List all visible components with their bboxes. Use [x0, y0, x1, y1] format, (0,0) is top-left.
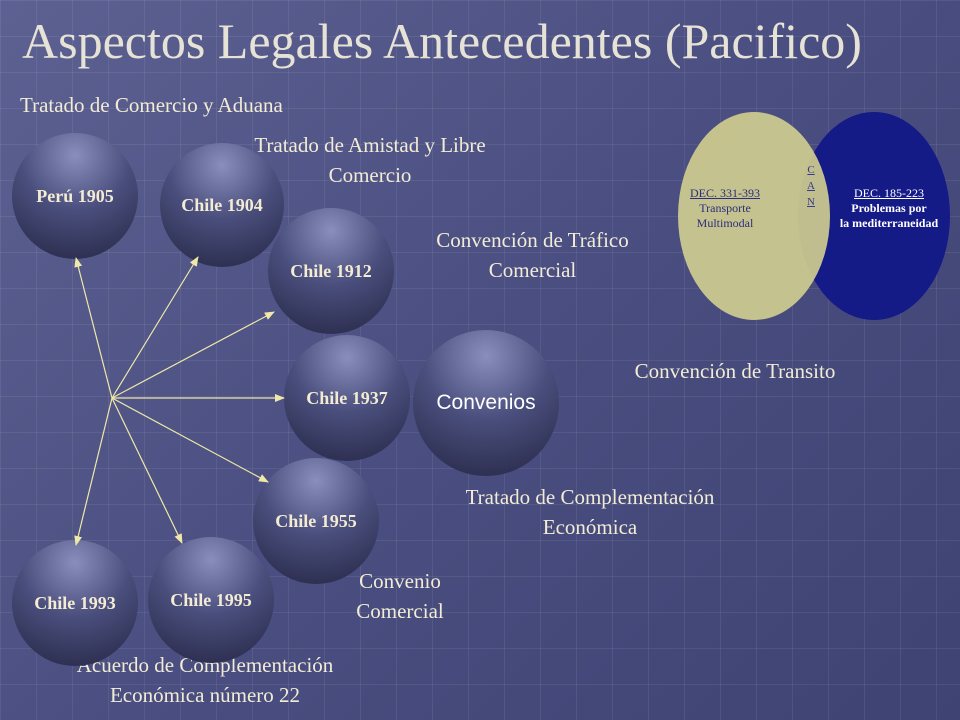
dec-331-393-line1: Transporte	[699, 201, 751, 215]
dec-331-393-code: DEC. 331-393	[690, 186, 760, 200]
node-chile-1912-label: Chile 1912	[290, 260, 372, 281]
venn-overlap-can: C A N	[802, 162, 820, 210]
node-convenios-label: Convenios	[436, 391, 536, 414]
node-chile-1993: Chile 1993	[12, 540, 138, 666]
node-chile-1937: Chile 1937	[284, 335, 410, 461]
label-convenio-comercial: Convenio Comercial	[320, 566, 480, 626]
label-acuerdo-complementacion: Acuerdo de Complementación Económica núm…	[20, 650, 390, 710]
label-tratado-complementacion: Tratado de Complementación Económica	[400, 482, 780, 542]
label-tratado-comercio-aduana: Tratado de Comercio y Aduana	[20, 93, 283, 117]
node-convenios: Convenios	[413, 330, 559, 476]
label-convencion-transito: Convención de Transito	[634, 359, 836, 383]
dec-185-223-code: DEC. 185-223	[854, 186, 924, 200]
node-chile-1955: Chile 1955	[253, 458, 379, 584]
arrow-to-chile-1993	[74, 397, 113, 546]
label-convencion-trafico-line2: Comercial	[488, 258, 577, 282]
label-convenio-comercial-line1: Convenio	[359, 569, 441, 593]
dec-185-223-line2: la mediterraneidad	[839, 216, 939, 230]
arrow-to-chile-1912	[111, 311, 275, 399]
node-chile-1904: Chile 1904	[160, 143, 284, 267]
arrow-to-chile-1995	[111, 397, 183, 544]
label-acuerdo-line2: Económica número 22	[109, 683, 301, 707]
label-tratado-complementacion-line2: Económica	[542, 515, 638, 539]
label-convencion-trafico: Convención de Tráfico Comercial	[390, 225, 675, 285]
node-chile-1904-label: Chile 1904	[181, 194, 263, 215]
node-chile-1955-label: Chile 1955	[275, 510, 357, 531]
label-convencion-trafico-line1: Convención de Tráfico	[436, 228, 629, 252]
venn-diagram	[678, 112, 950, 320]
venn-right-ellipse	[798, 112, 950, 320]
node-peru-1905: Perú 1905	[12, 133, 138, 259]
venn-left-text: DEC. 331-393 Transporte Multimodal	[675, 186, 775, 231]
label-convenio-comercial-line2: Comercial	[356, 599, 444, 623]
arrow-to-chile-1904	[111, 256, 199, 399]
node-peru-1905-label: Perú 1905	[36, 185, 114, 206]
node-chile-1912: Chile 1912	[268, 208, 394, 334]
node-chile-1995-label: Chile 1995	[170, 589, 252, 610]
can-letter-n: N	[807, 196, 815, 208]
venn-right-text: DEC. 185-223 Problemas por la mediterran…	[824, 186, 954, 231]
dec-185-223-line1: Problemas por	[851, 201, 927, 215]
node-chile-1995: Chile 1995	[148, 537, 274, 663]
slide-title: Aspectos Legales Antecedentes (Pacifico)	[22, 13, 862, 69]
label-tratado-complementacion-line1: Tratado de Complementación	[465, 485, 715, 509]
label-tratado-amistad-line1: Tratado de Amistad y Libre	[254, 133, 486, 157]
label-tratado-amistad-line2: Comercio	[328, 163, 412, 187]
arrow-to-chile-1955	[111, 397, 269, 483]
venn-left-ellipse	[678, 112, 830, 320]
can-letter-c: C	[807, 164, 815, 176]
label-tratado-amistad: Tratado de Amistad y Libre Comercio	[210, 130, 530, 190]
dec-331-393-line2: Multimodal	[696, 216, 754, 230]
can-letter-a: A	[807, 180, 815, 192]
node-chile-1993-label: Chile 1993	[34, 592, 116, 613]
arrow-to-peru-1905	[74, 257, 113, 399]
node-chile-1937-label: Chile 1937	[306, 387, 388, 408]
